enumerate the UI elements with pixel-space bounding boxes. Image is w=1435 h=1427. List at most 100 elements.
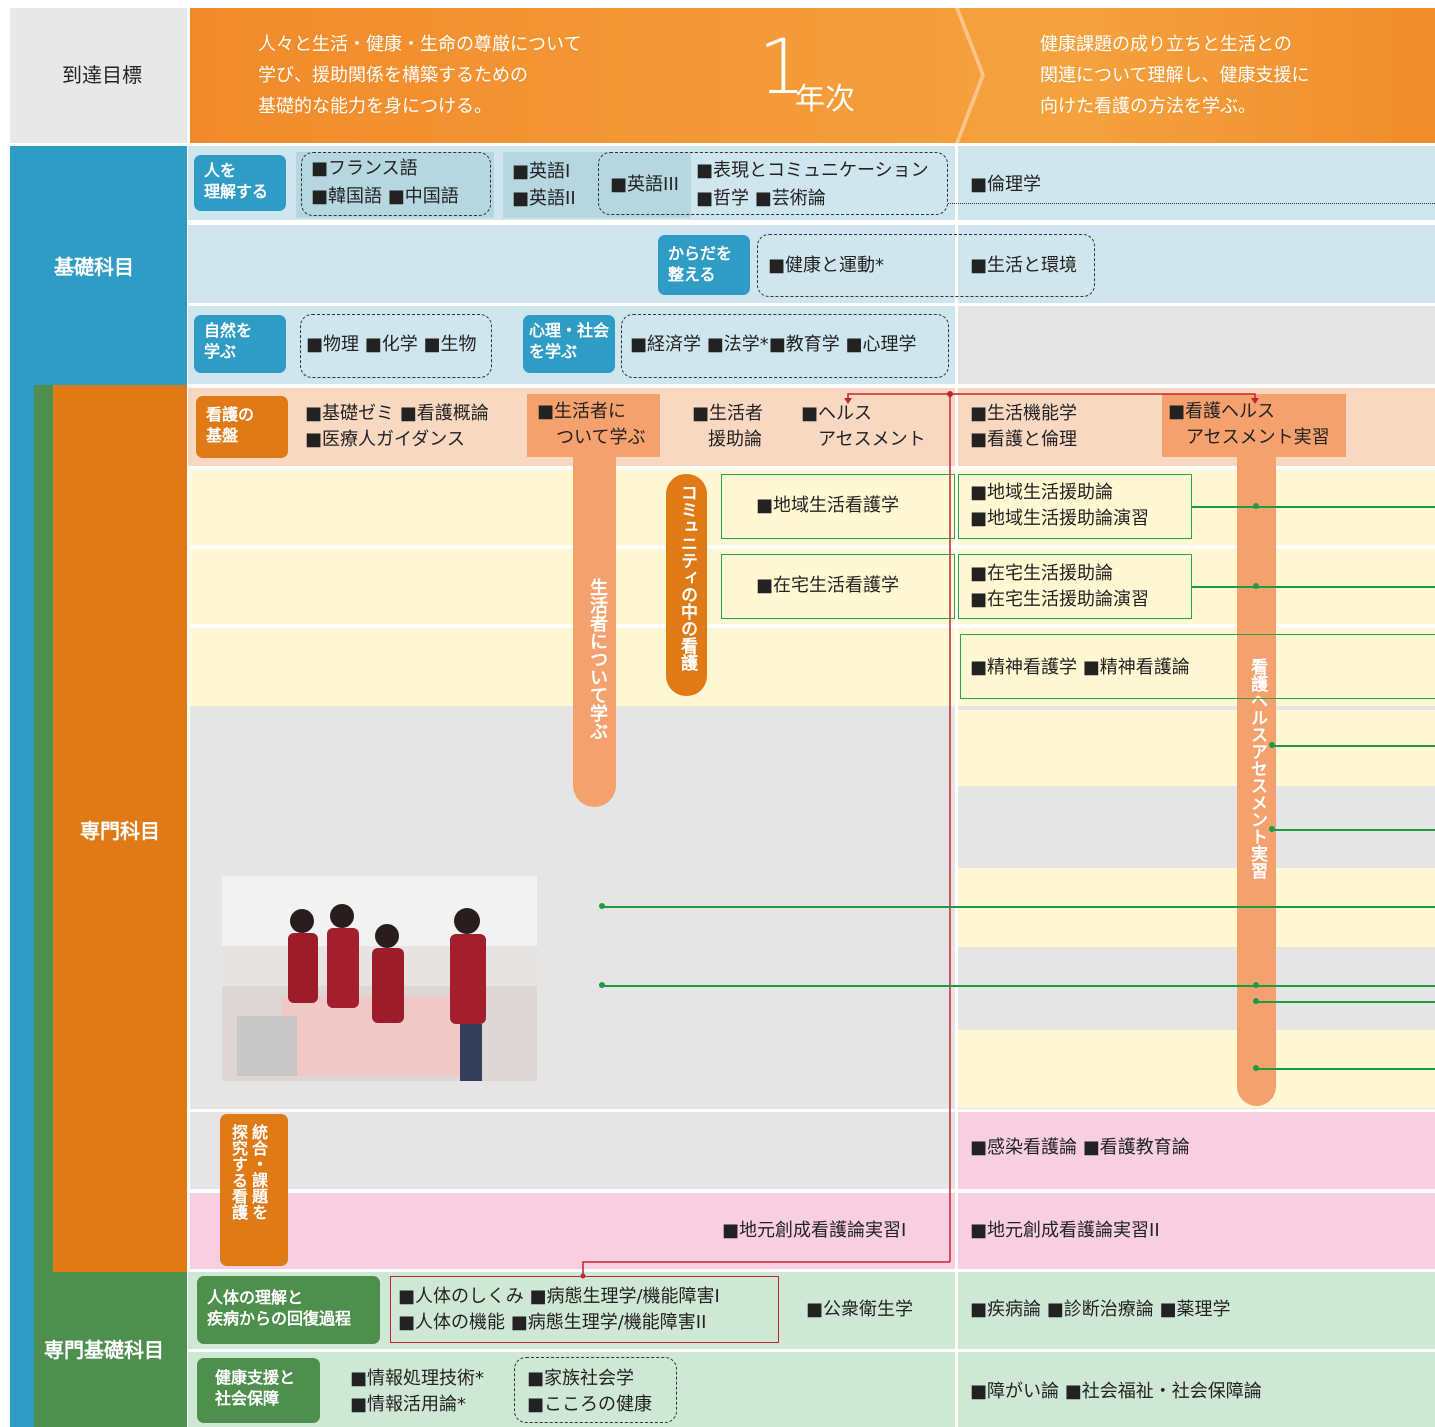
label-shizen: 自然を学ぶ [194, 315, 286, 373]
kino-2: ■看護と倫理 [970, 429, 1078, 450]
green-dot-5 [599, 903, 605, 909]
row-jimoto-bg [190, 1193, 1435, 1269]
row-kenko-bg [188, 1352, 1435, 1427]
seishin-box [960, 634, 1435, 699]
seikatsusha-track [573, 394, 616, 807]
seikatsusha-box [527, 394, 660, 457]
comm-line1: ■表現とコミュニケーション [696, 160, 929, 181]
health-1: ■ヘルス [801, 403, 873, 424]
chiiki-kango-box [721, 474, 955, 539]
row-seishin-bg [190, 628, 1435, 706]
green-line-6 [602, 985, 1435, 987]
lang-group-box [301, 152, 491, 216]
zaitaku-enjo-box [958, 554, 1192, 619]
shizen-group-box [300, 314, 492, 378]
goal1-line3: 基礎的な能力を身につける。 [258, 96, 492, 117]
kazoku-2: ■こころの健康 [527, 1394, 653, 1415]
green-line-4 [1272, 829, 1435, 831]
seikatsu-kankyo: ■生活と環境 [970, 255, 1078, 276]
year-divider-line [955, 146, 958, 1427]
shinri-group-box [621, 314, 949, 378]
row-cream-a [958, 710, 1435, 786]
koshu-eisei: ■公衆衛生学 [806, 1299, 914, 1320]
jisshu-line1: ■看護ヘルス [1168, 401, 1276, 422]
label-kango-kiban: 看護の基盤 [196, 396, 288, 458]
seikatsusha-enjo-1: ■生活者 [692, 403, 764, 424]
health-2: アセスメント [818, 429, 926, 450]
year1-goal-banner [190, 8, 1435, 143]
goal1-line2: 学び、援助関係を構築するための [258, 65, 528, 86]
senmon-green-strip [34, 385, 53, 1427]
chiiki-enjo-1: ■地域生活援助論 [970, 482, 1114, 503]
year-suffix: 年次 [795, 82, 855, 117]
jintai-box [390, 1276, 779, 1343]
senmon-section-title: 専門科目 [80, 819, 160, 843]
kino-1: ■生活機能学 [970, 403, 1078, 424]
row-shizen-bg-right [958, 306, 1435, 384]
row-karada-bg [188, 225, 1435, 303]
chiiki-enjo-2: ■地域生活援助論演習 [970, 508, 1150, 529]
goal2-line2: 関連について理解し、健康支援に [1040, 65, 1310, 86]
joho-2: ■情報活用論* [350, 1394, 467, 1415]
green-line-5 [602, 906, 1435, 908]
zaitaku-enjo-1: ■在宅生活援助論 [970, 563, 1114, 584]
shinri-subjects: ■経済学 ■法学*■教育学 ■心理学 [630, 334, 917, 355]
green-dot-7 [1253, 998, 1259, 1004]
kenko-undo: ■健康と運動* [768, 255, 885, 276]
shogai: ■障がい論 ■社会福祉・社会保障論 [970, 1381, 1262, 1402]
lang-korean-chinese: ■韓国語 ■中国語 [311, 186, 459, 207]
eigo-shade [503, 152, 691, 218]
joho-1: ■情報処理技術* [350, 1368, 485, 1389]
green-line-7 [1256, 1001, 1435, 1003]
comm-group-box [598, 152, 948, 215]
green-dot-8 [1253, 1065, 1259, 1071]
senmon-section-bar [53, 385, 187, 1272]
comm-line2: ■哲学 ■芸術論 [696, 188, 826, 209]
seikatsusha-line1: ■生活者に [537, 401, 627, 422]
lang-french: ■フランス語 [311, 158, 418, 179]
community-track [666, 474, 707, 696]
chiiki-enjo-box [958, 474, 1192, 539]
zaitaku-kango: ■在宅生活看護学 [756, 575, 900, 596]
goal2-line1: 健康課題の成り立ちと生活との [1040, 34, 1292, 55]
green-dot-2 [1253, 583, 1259, 589]
karada-group-box [757, 234, 1095, 297]
eigo-2: ■英語II [512, 188, 576, 209]
kiso-section-title: 基礎科目 [54, 255, 134, 279]
green-dot-1 [1253, 503, 1259, 509]
label-hito-wo-rikai: 人を理解する [194, 155, 286, 211]
goal1-line1: 人々と生活・健康・生命の尊厳について [258, 34, 582, 55]
green-line-2 [1192, 586, 1435, 588]
senmon-kiso-section-title: 専門基礎科目 [44, 1338, 164, 1362]
rinri: ■倫理学 [970, 174, 1042, 195]
rinri-dotted-line [948, 203, 1435, 204]
jintai-line1: ■人体のしくみ ■病態生理学/機能障害I [398, 1286, 720, 1307]
chiiki-kango: ■地域生活看護学 [756, 495, 900, 516]
seikatsusha-enjo-2: 援助論 [708, 429, 762, 450]
label-kenko-shien: 健康支援と社会保障 [197, 1358, 320, 1423]
nursing-practice-photo [222, 876, 537, 1081]
shippei: ■疾病論 ■診断治療論 ■薬理学 [970, 1299, 1231, 1320]
green-line-3 [1272, 745, 1435, 747]
green-dot-6a [599, 982, 605, 988]
community-vertical-label: コミュニティの中の看護 [677, 484, 697, 671]
green-line-1 [1192, 506, 1435, 508]
label-jintai: 人体の理解と疾病からの回復過程 [197, 1276, 380, 1344]
green-dot-4 [1269, 826, 1275, 832]
kazoku-1: ■家族社会学 [527, 1368, 635, 1389]
header-label-cell [10, 8, 187, 143]
eigo-1: ■英語I [512, 161, 571, 182]
row-jintai-bg [188, 1272, 1435, 1349]
lang-shade [296, 152, 494, 218]
row-kansen-bg-left [190, 1112, 955, 1189]
jimoto-1: ■地元創成看護論実習I [722, 1220, 907, 1241]
row-cream-b [958, 868, 1435, 947]
year-number: 1 [758, 22, 807, 111]
seikatsusha-line2: ついて学ぶ [556, 427, 646, 448]
senmon-kiso-section-bar [34, 1272, 187, 1427]
label-karada: からだを整える [658, 235, 750, 295]
seikatsusha-vertical-label: 生活者について学ぶ [587, 578, 608, 740]
jimoto-2: ■地元創成看護論実習II [970, 1220, 1160, 1241]
goal2-line3: 向けた看護の方法を学ぶ。 [1040, 96, 1256, 117]
